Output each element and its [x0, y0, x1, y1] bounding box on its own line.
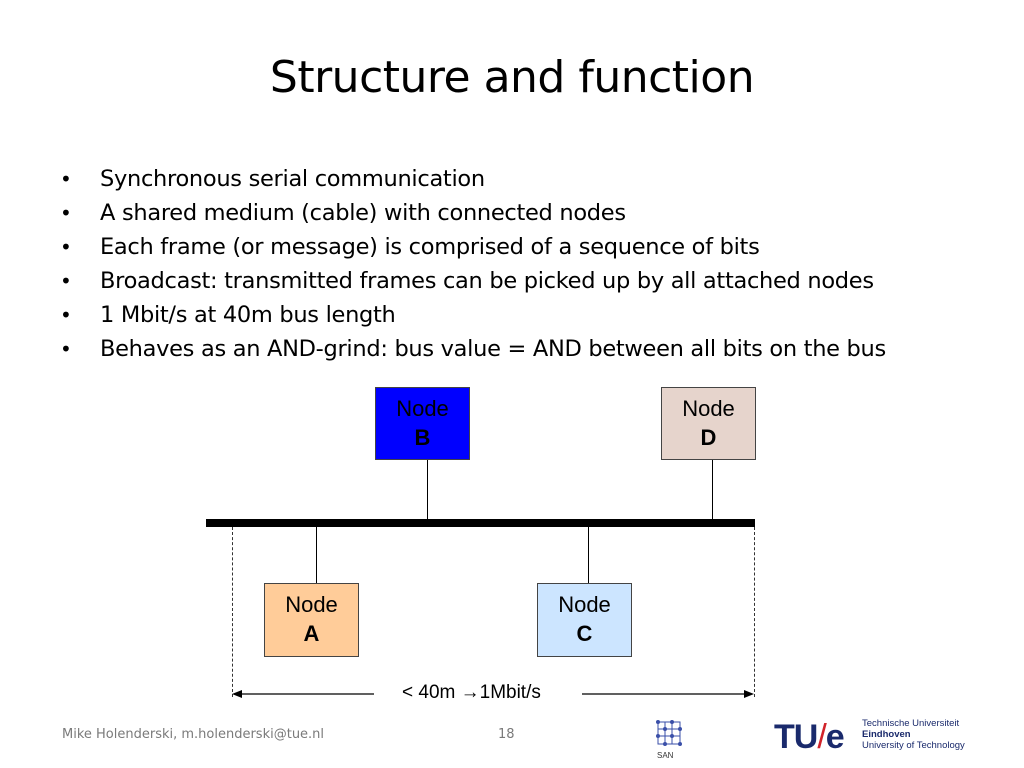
bullet-dot: •	[60, 269, 72, 293]
node-c: Node C	[537, 583, 632, 657]
length-text: < 40m	[402, 682, 461, 703]
bullet-list: • Synchronous serial communication • A sha…	[58, 162, 886, 366]
bus-length-label: < 40m →1Mbit/s	[402, 682, 541, 704]
tue-institution-name: Technische Universiteit Eindhoven Univer…	[862, 718, 965, 751]
arrowhead-left-icon	[232, 690, 242, 698]
bullet-item: • Broadcast: transmitted frames can be pi…	[58, 264, 886, 298]
bullet-dot: •	[60, 337, 72, 361]
connector-node-d	[712, 460, 713, 519]
tue-wordmark: TU/e	[774, 718, 845, 757]
bullet-text: A shared medium (cable) with connected n…	[100, 200, 626, 226]
node-b: Node B	[375, 387, 470, 460]
san-grid-icon: SAN	[656, 720, 682, 760]
node-letter: C	[576, 621, 593, 646]
san-logo: SAN	[652, 718, 688, 762]
length-arrows	[232, 690, 754, 698]
node-d: Node D	[661, 387, 756, 460]
bullet-item: • Behaves as an AND-grind: bus value = AN…	[58, 332, 886, 366]
node-letter: A	[303, 621, 320, 646]
bullet-text: Broadcast: transmitted frames can be pic…	[100, 268, 874, 294]
tue-wordmark-slash: /	[817, 718, 827, 756]
node-a: Node A	[264, 583, 359, 657]
tue-wordmark-tu: TU	[774, 718, 818, 756]
tue-line1: Technische Universiteit	[862, 718, 960, 729]
san-logo-text: SAN	[657, 751, 674, 760]
connector-node-c	[588, 527, 589, 583]
right-arrow-icon: →	[460, 682, 480, 703]
bullet-text: Each frame (or message) is comprised of …	[100, 234, 760, 260]
connector-node-a	[316, 527, 317, 583]
connector-node-b	[427, 460, 428, 519]
bullet-item: • Each frame (or message) is comprised of…	[58, 230, 886, 264]
bullet-dot: •	[60, 235, 72, 259]
node-label: Node	[558, 592, 611, 617]
bullet-dot: •	[60, 167, 72, 191]
bullet-item: • Synchronous serial communication	[58, 162, 886, 196]
bullet-dot: •	[60, 201, 72, 225]
footer-author: Mike Holenderski, m.holenderski@tue.nl	[62, 727, 325, 742]
node-label: Node	[682, 396, 735, 421]
node-label: Node	[396, 396, 449, 421]
tue-logo: TU/e Technische Universiteit Eindhoven U…	[774, 716, 984, 756]
tue-line2: Eindhoven	[862, 729, 911, 740]
tue-line3: University of Technology	[862, 740, 965, 751]
bullet-dot: •	[60, 303, 72, 327]
slide-title: Structure and function	[269, 52, 755, 103]
bullet-item: • 1 Mbit/s at 40m bus length	[58, 298, 886, 332]
bus-line	[206, 519, 755, 527]
extent-left-dashed-line	[232, 527, 233, 697]
node-letter: D	[700, 425, 717, 450]
page-number: 18	[498, 727, 515, 742]
speed-text: 1Mbit/s	[479, 682, 541, 703]
node-label: Node	[285, 592, 338, 617]
tue-wordmark-e: e	[825, 718, 845, 756]
bullet-text: Synchronous serial communication	[100, 166, 485, 192]
extent-right-dashed-line	[754, 527, 755, 697]
arrowhead-right-icon	[744, 690, 754, 698]
bullet-text: Behaves as an AND-grind: bus value = AND…	[100, 336, 886, 362]
bullet-item: • A shared medium (cable) with connected …	[58, 196, 886, 230]
node-letter: B	[414, 425, 431, 450]
bullet-text: 1 Mbit/s at 40m bus length	[100, 302, 396, 328]
